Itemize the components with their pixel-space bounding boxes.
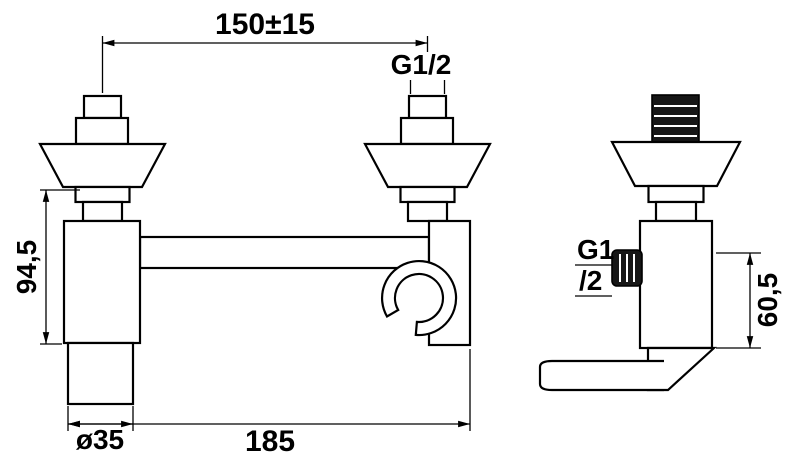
- side-escutcheon-cone: [610, 140, 742, 188]
- dimension-bottom: ø35 185: [67, 349, 471, 458]
- side-neck-upper: [647, 184, 705, 204]
- side-stem-thread-lines: [654, 105, 697, 137]
- dimension-label-body-height: 94,5: [11, 240, 42, 295]
- dimension-label-side-thread-line1: G1: [577, 234, 614, 265]
- dimension-label-overall-width: 185: [245, 425, 295, 458]
- dimension-label-side-thread-line2: /2: [579, 265, 602, 296]
- shower-holder-ring: [380, 259, 458, 337]
- dimension-body-height: 94,5: [11, 189, 80, 345]
- left-escutcheon-cone: [38, 142, 167, 189]
- side-neck-lower: [654, 200, 698, 223]
- holder-ring-hole: [395, 274, 443, 322]
- side-thread-stem: [651, 94, 700, 143]
- dimension-label-base-diameter: ø35: [76, 424, 124, 455]
- side-outlet-thread-lines: [619, 254, 635, 282]
- dimension-center-distance: 150±15: [101, 8, 429, 93]
- left-neck-lower: [81, 200, 124, 223]
- right-mount-block: [399, 116, 455, 146]
- mixer-tube: [138, 235, 431, 270]
- right-escutcheon-cone: [363, 142, 492, 189]
- dimension-side-height: 60,5: [716, 252, 783, 349]
- handle-lever: [538, 359, 664, 392]
- right-neck-upper: [399, 185, 456, 204]
- dimension-label-center-distance: 150±15: [215, 8, 315, 41]
- left-neck-upper: [74, 185, 131, 204]
- right-neck-lower: [406, 200, 449, 223]
- left-thread-stem: [82, 94, 123, 120]
- dimension-side-thread: G1 /2: [575, 234, 614, 297]
- right-thread-stem: [407, 94, 448, 120]
- side-body: [638, 219, 714, 350]
- dimensions: 150±15 G1/2 94,5 ø35: [11, 8, 783, 458]
- left-body: [62, 219, 142, 345]
- left-body-base: [66, 341, 135, 406]
- left-mount-block: [74, 116, 130, 146]
- dimension-label-side-height: 60,5: [752, 273, 783, 328]
- dimension-label-top-thread: G1/2: [391, 49, 452, 80]
- front-view: [38, 94, 492, 406]
- side-view: [538, 94, 742, 392]
- dimension-top-thread: G1/2: [391, 49, 452, 94]
